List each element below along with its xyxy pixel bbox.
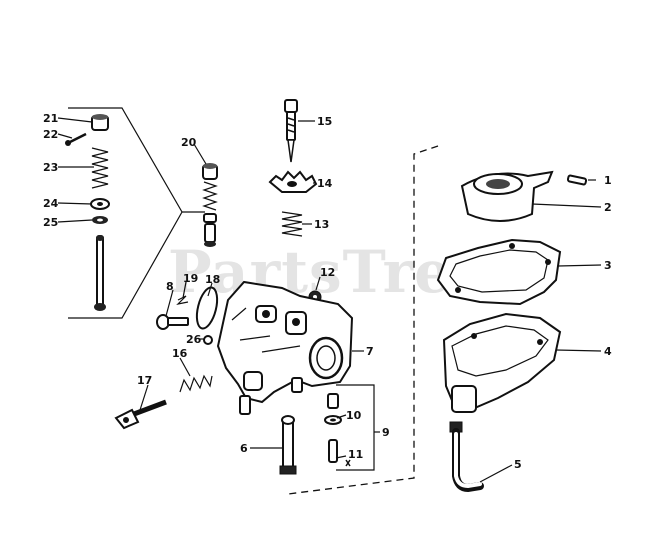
part-18-diaphragm bbox=[195, 286, 219, 330]
part-22-screw bbox=[65, 132, 87, 146]
part-3-gasket bbox=[436, 238, 562, 306]
callout-16: 16 bbox=[172, 347, 188, 360]
callout-12: 12 bbox=[320, 266, 335, 279]
part-19-spring bbox=[176, 295, 189, 305]
dashed-bracket bbox=[287, 145, 439, 495]
part-10-screw bbox=[324, 393, 342, 425]
part-15-needle bbox=[284, 99, 298, 163]
callout-23: 23 bbox=[43, 161, 58, 174]
callout-1: 1 bbox=[604, 174, 612, 187]
callout-5: 5 bbox=[514, 458, 522, 471]
part-1-pin bbox=[566, 174, 588, 186]
callout-17: 17 bbox=[137, 374, 152, 387]
callout-2: 2 bbox=[604, 201, 612, 214]
callout-15: 15 bbox=[317, 115, 332, 128]
part-17-lever bbox=[114, 399, 167, 430]
callout-20: 20 bbox=[181, 136, 197, 149]
part-4-bowl bbox=[442, 312, 562, 413]
callout-6: 6 bbox=[240, 442, 248, 455]
callout-26: 26 bbox=[186, 333, 202, 346]
part-24-washer bbox=[90, 198, 110, 210]
part-rod bbox=[94, 235, 106, 311]
callout-24: 24 bbox=[43, 197, 59, 210]
part-20-valve bbox=[202, 163, 218, 247]
group-bracket-left bbox=[68, 107, 205, 319]
watermark: PartsTree bbox=[168, 238, 490, 306]
part-25-oring bbox=[92, 216, 108, 224]
part-2-float bbox=[460, 170, 554, 222]
leader-lines bbox=[57, 117, 602, 483]
callout-19: 19 bbox=[183, 272, 198, 285]
part-13-spring bbox=[281, 211, 303, 237]
part-21-cap bbox=[91, 114, 109, 131]
callouts: 21 22 23 24 25 20 15 14 13 12 18 19 8 26… bbox=[43, 112, 612, 471]
group-bracket-9 bbox=[336, 384, 380, 471]
callout-11: 11 bbox=[348, 448, 363, 461]
callout-8: 8 bbox=[166, 280, 174, 293]
part-14-gear bbox=[268, 170, 318, 193]
part-8-screw bbox=[156, 314, 189, 330]
callout-4: 4 bbox=[604, 345, 612, 358]
callout-3: 3 bbox=[604, 259, 612, 272]
part-26-washer bbox=[203, 335, 213, 345]
part-5-tube bbox=[449, 421, 484, 493]
part-11-needle bbox=[328, 439, 351, 467]
callout-21: 21 bbox=[43, 112, 58, 125]
part-16-spring bbox=[179, 374, 213, 393]
callout-10: 10 bbox=[346, 409, 362, 422]
callout-14: 14 bbox=[317, 177, 333, 190]
callout-18: 18 bbox=[205, 273, 220, 286]
part-23-spring bbox=[91, 147, 109, 189]
callout-25: 25 bbox=[43, 216, 58, 229]
callout-22: 22 bbox=[43, 128, 58, 141]
callout-13: 13 bbox=[314, 218, 329, 231]
callout-7: 7 bbox=[366, 345, 374, 358]
callout-9: 9 bbox=[382, 426, 390, 439]
carburetor-body bbox=[216, 280, 354, 415]
part-6-jet bbox=[279, 415, 297, 475]
